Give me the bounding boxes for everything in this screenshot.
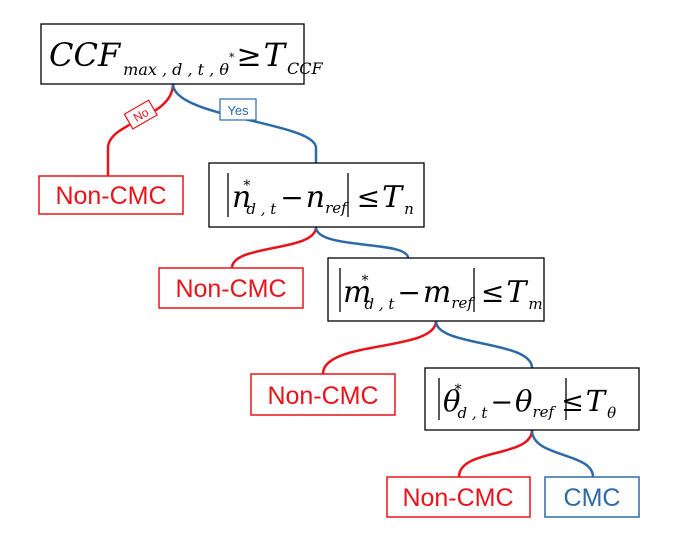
no-branch-connector-1 — [106, 83, 175, 176]
outcome-non-cmc-1: Non-CMC — [38, 175, 184, 215]
outcome-label: Non-CMC — [267, 382, 378, 410]
yes-branch-tag: Yes — [219, 98, 257, 121]
outcome-label: CMC — [564, 484, 621, 512]
yes-branch-connector-1 — [171, 83, 318, 163]
yes-branch-connector-3 — [434, 320, 534, 369]
no-branch-connector-4 — [457, 429, 534, 478]
yes-branch-connector-4 — [530, 429, 595, 478]
outcome-label: Non-CMC — [55, 182, 166, 210]
outcome-cmc: CMC — [544, 476, 640, 518]
no-branch-label: No — [131, 105, 152, 125]
outcome-non-cmc-4: Non-CMC — [386, 476, 531, 518]
no-branch-tag: No — [123, 99, 158, 130]
no-branch-connector-3 — [321, 320, 438, 375]
outcome-label: Non-CMC — [402, 484, 513, 512]
no-branch-connector-2 — [230, 226, 318, 269]
outcome-non-cmc-3: Non-CMC — [250, 373, 396, 416]
outcome-label: Non-CMC — [175, 275, 286, 303]
outcome-non-cmc-2: Non-CMC — [158, 267, 304, 309]
yes-branch-label: Yes — [227, 103, 249, 118]
yes-branch-connector-2 — [314, 226, 410, 259]
